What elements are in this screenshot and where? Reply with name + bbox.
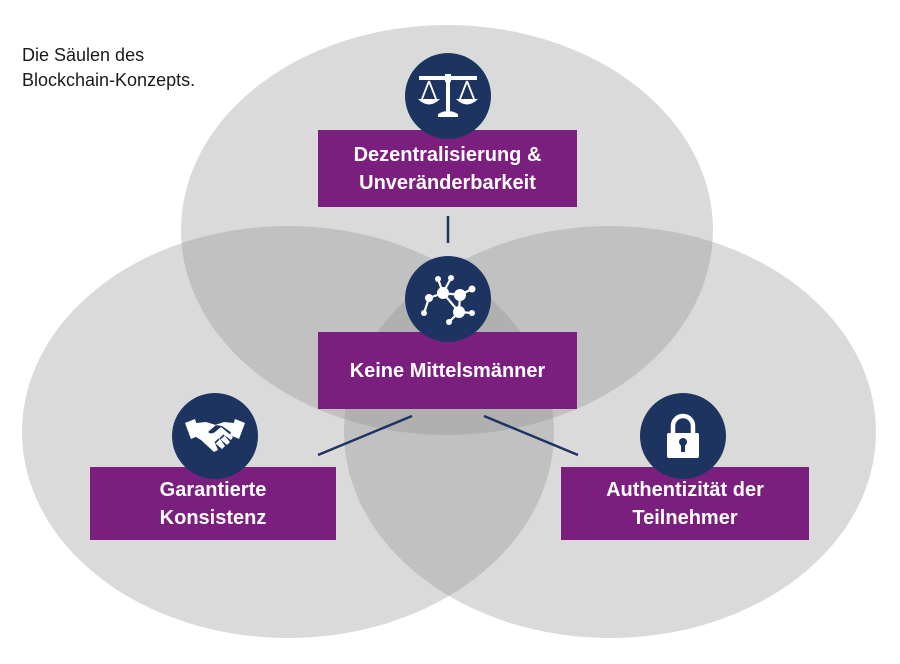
pillar-label-no-intermediaries: Keine Mittelsmänner	[349, 359, 546, 382]
network-icon	[421, 275, 476, 325]
pillar-label-consistency-line1: Garantierte	[159, 478, 267, 501]
scales-icon-badge	[405, 53, 491, 139]
handshake-icon-badge	[172, 393, 258, 479]
pillar-label-authenticity-line1: Authentizität der	[606, 478, 764, 501]
pillar-label-authenticity-line2: Teilnehmer	[632, 506, 738, 529]
caption-line-1: Die Säulen des	[22, 45, 145, 65]
diagram-caption: Die Säulen des Blockchain-Konzepts.	[22, 43, 195, 93]
lock-icon	[667, 413, 699, 458]
pillar-box-consistency: Garantierte Konsistenz	[90, 467, 336, 540]
caption-line-2: Blockchain-Konzepts.	[22, 70, 196, 90]
scales-icon	[418, 74, 478, 117]
connector-left	[317, 414, 413, 457]
pillar-box-no-intermediaries: Keine Mittelsmänner	[318, 332, 577, 409]
pillar-label-decentralization-line1: Dezentralisierung &	[353, 143, 542, 166]
pillar-box-authenticity: Authentizität der Teilnehmer	[561, 467, 809, 540]
handshake-icon	[185, 419, 245, 452]
lock-icon-badge	[640, 393, 726, 479]
pillar-box-decentralization: Dezentralisierung & Unveränderbarkeit	[318, 130, 577, 207]
connector-lines	[317, 216, 579, 457]
pillar-label-consistency-line2: Konsistenz	[159, 506, 267, 529]
connector-right	[483, 414, 579, 457]
pillar-label-decentralization-line2: Unveränderbarkeit	[359, 171, 536, 194]
network-icon-badge	[405, 256, 491, 342]
